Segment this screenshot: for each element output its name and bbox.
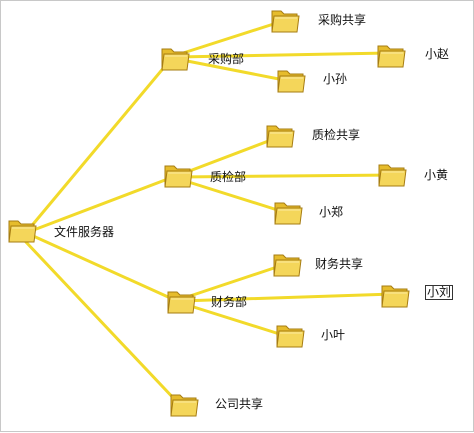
folder-icon xyxy=(275,64,307,96)
folder-icon xyxy=(159,42,191,74)
node-label: 小叶 xyxy=(321,328,346,342)
folder-icon xyxy=(274,319,306,351)
folder-icon xyxy=(269,4,301,36)
node-label: 文件服务器 xyxy=(54,225,115,239)
connector-quality-to-zheng xyxy=(177,177,289,215)
connector-purchasing-to-share xyxy=(175,19,285,57)
node-label: 小刘 xyxy=(425,285,454,300)
node-label: 采购部 xyxy=(208,52,245,66)
connector-purchasing-to-sun xyxy=(175,57,291,83)
node-label: 小郑 xyxy=(319,205,344,219)
node-label: 小赵 xyxy=(425,47,450,61)
folder-icon xyxy=(375,39,407,71)
folder-icon xyxy=(165,285,197,317)
node-label: 财务部 xyxy=(211,295,248,309)
connector-purchasing-to-zhao xyxy=(175,51,392,59)
connector-root-to-quality xyxy=(29,175,175,233)
folder-icon xyxy=(264,119,296,151)
connector-finance-to-ye xyxy=(179,301,291,339)
node-label: 小黄 xyxy=(424,168,449,182)
node-label: 采购共享 xyxy=(318,13,367,27)
connector-finance-to-share xyxy=(179,262,288,301)
folder-icon xyxy=(379,279,411,311)
node-label: 质检部 xyxy=(210,170,247,184)
folder-icon xyxy=(376,158,408,190)
node-label: 公司共享 xyxy=(215,397,264,411)
folder-icon xyxy=(272,196,304,228)
folder-icon xyxy=(168,388,200,420)
node-label: 小孙 xyxy=(323,72,348,86)
connector-finance-to-liu xyxy=(179,292,395,303)
connector-quality-to-huang xyxy=(177,173,392,179)
node-label: 财务共享 xyxy=(315,257,364,271)
node-label: 质检共享 xyxy=(312,128,361,142)
connector-quality-to-share xyxy=(177,135,281,177)
folder-icon xyxy=(271,248,303,280)
folder-icon xyxy=(6,214,38,246)
connector-root-to-company-share xyxy=(23,239,181,406)
folder-icon xyxy=(162,159,194,191)
connector-root-to-finance xyxy=(29,233,179,303)
connector-root-to-purchasing xyxy=(27,57,173,231)
